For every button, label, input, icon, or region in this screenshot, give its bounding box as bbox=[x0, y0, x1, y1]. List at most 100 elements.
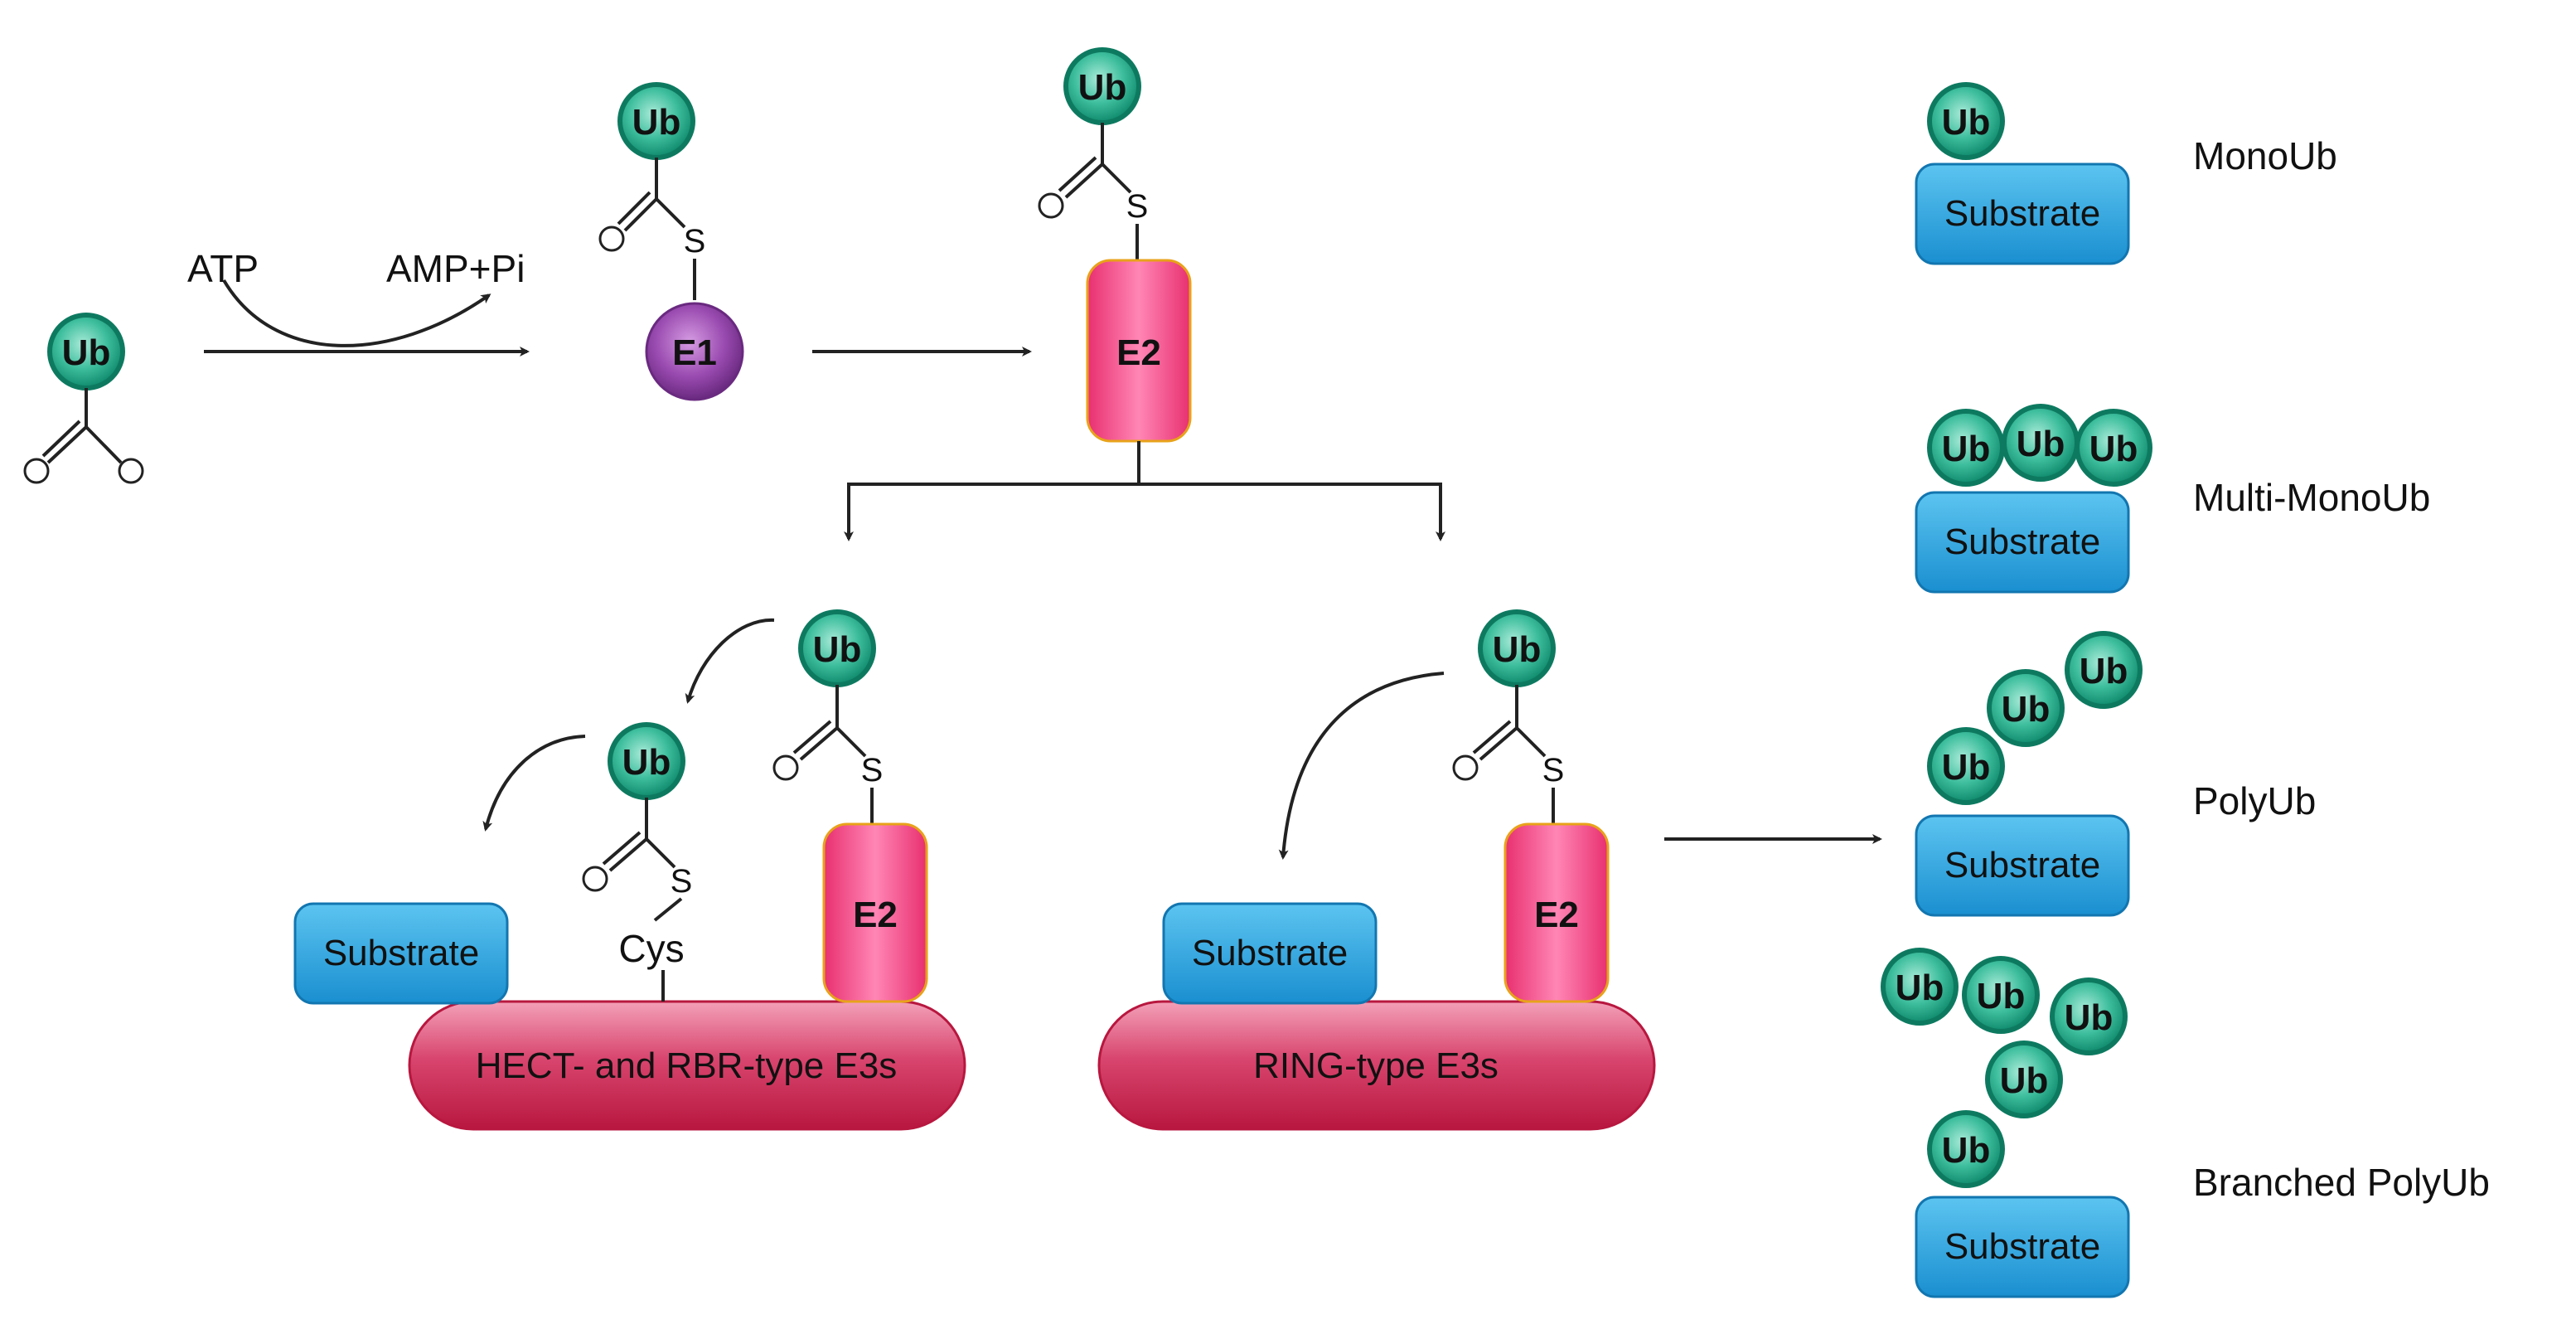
ubiquitin bbox=[1962, 956, 2040, 1034]
connector-line bbox=[1472, 720, 1512, 754]
diagram-label: Ub bbox=[1942, 747, 1991, 788]
diagram-label: E2 bbox=[1116, 332, 1161, 373]
diagram-label: S bbox=[1126, 188, 1149, 225]
outcome-multi-monoub: Substrate Ub Ub Ub Multi-MonoUb bbox=[1915, 404, 2430, 594]
connector-line bbox=[799, 726, 839, 761]
diagram-label: Ub bbox=[1942, 1130, 1991, 1171]
diagram-label: Ub bbox=[62, 332, 111, 373]
oxygen-atom bbox=[1452, 754, 1479, 781]
connector-line bbox=[1479, 726, 1518, 761]
diagram-shape bbox=[1915, 1196, 2130, 1298]
ubiquitin bbox=[1927, 82, 2005, 160]
diagram-label: Ub bbox=[2017, 424, 2065, 464]
cys-label: Cys bbox=[618, 927, 684, 970]
amp-pi-label: AMP+Pi bbox=[386, 247, 525, 290]
diagram-label: Substrate bbox=[1944, 1226, 2100, 1267]
diagram-label: HECT- and RBR-type E3s bbox=[476, 1045, 898, 1086]
branch-arrows bbox=[844, 441, 1445, 541]
diagram-label: Substrate bbox=[1944, 521, 2100, 562]
oxygen-atom bbox=[598, 226, 625, 252]
diagram-label: Ub bbox=[2002, 689, 2051, 730]
diagram-label: Ub bbox=[2080, 651, 2128, 691]
outcome-label: MonoUb bbox=[2193, 134, 2337, 177]
ubiquitin bbox=[2075, 409, 2152, 487]
diagram-label: Ub bbox=[1078, 67, 1127, 108]
connector-line bbox=[41, 420, 81, 458]
free-ubiquitin: Ub bbox=[23, 313, 144, 484]
atp-label: ATP bbox=[187, 247, 259, 290]
diagram-label: Ub bbox=[2089, 429, 2138, 469]
ubiquitin bbox=[1881, 948, 1959, 1026]
hect-rbr-e3-complex: HECT- and RBR-type E3s Substrate Ub S E2… bbox=[293, 609, 966, 1131]
outcome-monoub: Substrate Ub MonoUb bbox=[1915, 82, 2337, 265]
oxygen-atom bbox=[582, 866, 608, 892]
connector-line bbox=[617, 191, 651, 226]
diagram-shape bbox=[822, 822, 928, 1003]
diagram-label: Ub bbox=[813, 629, 862, 670]
outcome-polyub: Substrate Ub Ub Ub PolyUb bbox=[1915, 631, 2316, 917]
ubiquitin bbox=[1987, 669, 2065, 747]
diagram-label: Ub bbox=[1493, 629, 1542, 670]
diagram-shape bbox=[1915, 814, 2130, 917]
diagram-shape bbox=[1915, 491, 2130, 594]
diagram-label: Ub bbox=[1896, 968, 1944, 1008]
ubiquitin bbox=[1927, 727, 2005, 805]
connector-line bbox=[1058, 156, 1097, 192]
oxygen-atom bbox=[1038, 192, 1064, 219]
connector-line bbox=[482, 735, 586, 832]
e1-ubiquitin-complex: Ub S E1 bbox=[598, 82, 744, 401]
outcome-branched-polyub: Substrate Ub Ub Ub Ub Ub Branched PolyUb bbox=[1881, 948, 2490, 1298]
connector-line bbox=[645, 837, 676, 869]
diagram-label: RING-type E3s bbox=[1253, 1045, 1499, 1086]
diagram-label: Substrate bbox=[1944, 193, 2100, 234]
outcome-label: PolyUb bbox=[2193, 779, 2316, 822]
connector-line bbox=[85, 425, 123, 464]
diagram-label: S bbox=[861, 752, 884, 788]
connector-line bbox=[655, 197, 686, 229]
diagram-label: E2 bbox=[853, 895, 898, 935]
connector-line bbox=[222, 279, 491, 347]
e2-ubiquitin-complex: Ub S E2 bbox=[1038, 47, 1192, 443]
diagram-label: E1 bbox=[672, 332, 717, 373]
diagram-shape bbox=[1915, 163, 2130, 265]
connector-line bbox=[608, 837, 648, 872]
outcome-label: Branched PolyUb bbox=[2193, 1161, 2490, 1204]
diagram-label: Ub bbox=[1942, 429, 1991, 469]
diagram-label: Substrate bbox=[1192, 933, 1348, 973]
diagram-label: Ub bbox=[1977, 976, 2026, 1016]
hect-rbr-e3 bbox=[408, 1000, 966, 1131]
diagram-label: Ub bbox=[632, 102, 681, 143]
diagram-label: Ub bbox=[2000, 1060, 2049, 1101]
connector-line bbox=[46, 425, 88, 464]
substrate-ring bbox=[1162, 902, 1378, 1005]
outcome-label: Multi-MonoUb bbox=[2193, 476, 2430, 519]
connector-line bbox=[792, 720, 832, 754]
diagram-label: S bbox=[1542, 752, 1565, 788]
connector-line bbox=[685, 618, 775, 704]
connector-line bbox=[1101, 163, 1132, 194]
diagram-label: Ub bbox=[2065, 997, 2114, 1038]
ring-e3-complex: RING-type E3s Substrate Ub S E2 bbox=[1097, 609, 1656, 1131]
connector-line bbox=[1064, 163, 1104, 199]
e1-enzyme bbox=[645, 302, 744, 401]
activation-arrow: ATP AMP+Pi bbox=[187, 247, 530, 357]
connector-line bbox=[602, 831, 642, 866]
diagram-label: Ub bbox=[622, 742, 671, 783]
ubiquitin bbox=[1985, 1041, 2063, 1118]
connector-line bbox=[835, 726, 867, 758]
substrate-hect bbox=[293, 902, 509, 1005]
oxygen-atom bbox=[772, 754, 799, 781]
connector-line bbox=[653, 897, 683, 922]
diagram-label: Substrate bbox=[1944, 845, 2100, 885]
diagram-label: S bbox=[684, 223, 706, 260]
ring-e3 bbox=[1097, 1000, 1656, 1131]
diagram-shape bbox=[1503, 822, 1610, 1003]
diagram-label: Substrate bbox=[323, 933, 479, 973]
diagram-label: S bbox=[671, 863, 693, 900]
ubiquitin bbox=[2050, 977, 2128, 1055]
connector-line bbox=[1515, 726, 1547, 758]
oxygen-atom bbox=[23, 458, 50, 484]
ubiquitin bbox=[2065, 631, 2143, 709]
